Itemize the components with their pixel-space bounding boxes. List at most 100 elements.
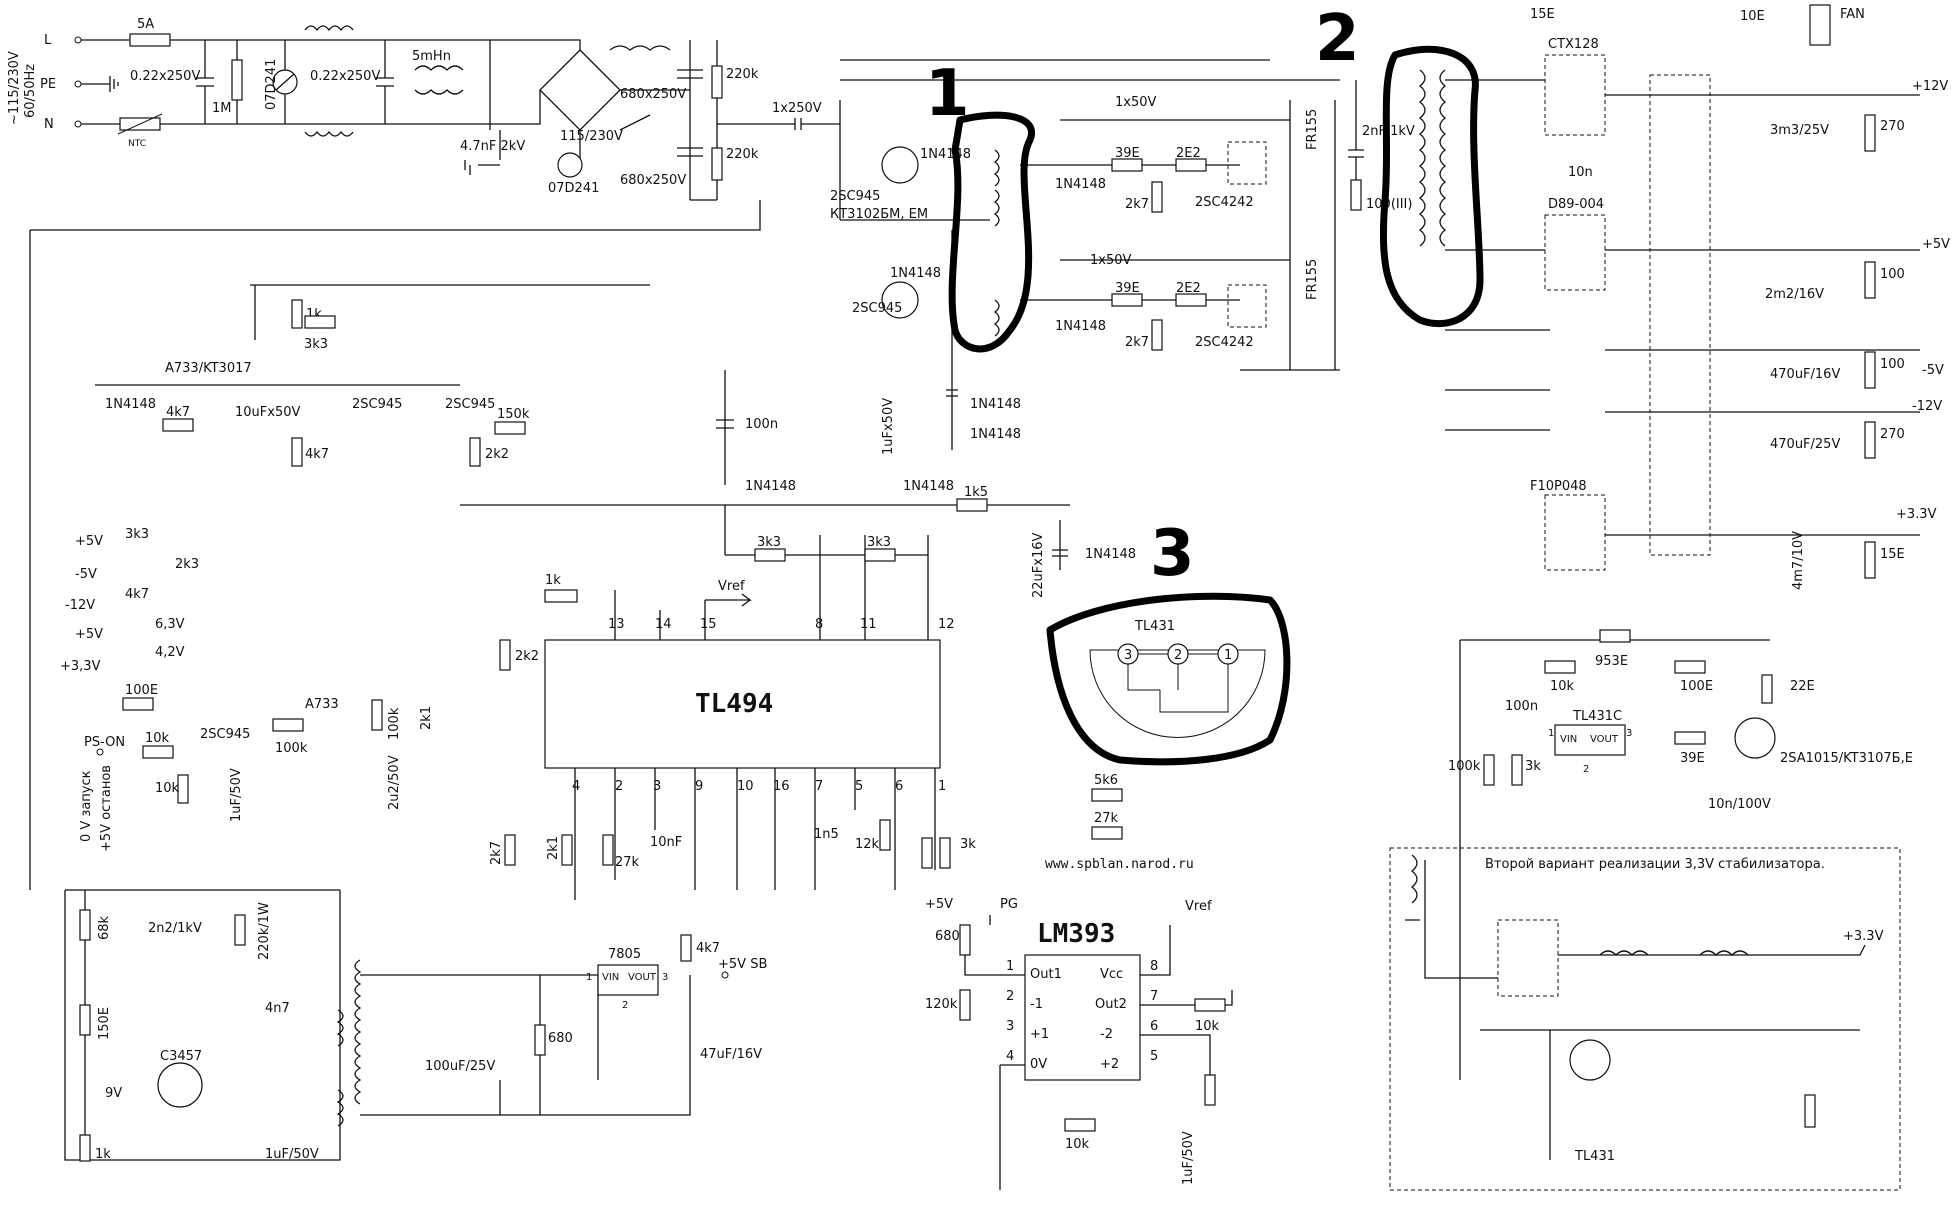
tl494-pin3: 3 <box>653 779 661 794</box>
resistor-100e-reg-label: 100E <box>1680 679 1713 694</box>
resistor-5k6 <box>1091 788 1123 802</box>
tl494-pin1: 1 <box>938 779 946 794</box>
resistor-4k7-sup-b <box>291 437 303 467</box>
driver-q1-label: 2SC945 <box>830 189 880 204</box>
resistor-3k-reg <box>1511 754 1523 786</box>
zener-42-label: 4,2V <box>155 645 185 660</box>
rectifier-d89-label: D89-004 <box>1548 197 1604 212</box>
terminal-pe <box>74 80 82 88</box>
pot-1k-label: 1k <box>545 573 561 588</box>
resistor-680-pg <box>959 924 971 956</box>
cap-470u16-label: 470uF/16V <box>1770 367 1840 382</box>
lm393-out1: Out1 <box>1030 967 1062 982</box>
cap-10n-reg-label: 10n/100V <box>1708 797 1771 812</box>
resistor-150e-label: 150E <box>97 1007 112 1040</box>
resistor-220k-a-label: 220k <box>726 67 759 82</box>
terminal-pe-label: PE <box>40 77 56 92</box>
fr155-b-label: FR155 <box>1305 259 1320 300</box>
resistor-100e-reg <box>1674 660 1706 674</box>
varistor-1-label: 07D241 <box>264 59 279 110</box>
cap-1u-lm-label: 1uF/50V <box>1181 1131 1196 1185</box>
main-transformer-primary <box>1418 69 1426 247</box>
voltage-switch-label: 115/230V <box>560 129 623 144</box>
resistor-100k-pson <box>272 718 304 732</box>
driver-transistor-q2 <box>881 281 919 319</box>
lm393-m1: -1 <box>1030 997 1043 1012</box>
resistor-220k-1w <box>234 914 246 946</box>
cap-1u-sb-label: 1uF/50V <box>265 1147 319 1162</box>
lm393-m2: -2 <box>1100 1027 1113 1042</box>
coupling-cap-label: 1x250V <box>772 101 822 116</box>
resistor-68k <box>79 909 91 941</box>
common-mode-choke-top <box>304 25 354 32</box>
lm393-vcc: Vcc <box>1100 967 1123 982</box>
terminal-n <box>74 120 82 128</box>
resistor-22e-label: 22E <box>1790 679 1815 694</box>
diode-1n4148-tl-a-label: 1N4148 <box>745 479 796 494</box>
resistor-22e <box>1761 674 1773 704</box>
fan-connector <box>1809 4 1831 46</box>
resistor-10k-reg-label: 10k <box>1550 679 1575 694</box>
resistor-10k-lm-b-label: 10k <box>1065 1137 1090 1152</box>
resistor-27k-fb <box>1091 826 1123 840</box>
voltage-switch <box>619 114 651 131</box>
tl494-pin10: 10 <box>737 779 754 794</box>
common-mode-choke-bottom <box>304 130 354 137</box>
cap-470u25-label: 470uF/25V <box>1770 437 1840 452</box>
transistor-2sa1015 <box>1734 717 1776 759</box>
q-a733-label: A733 <box>305 697 339 712</box>
resistor-2k7-b <box>1151 319 1163 351</box>
resistor-220k-label: 220k/1W <box>257 902 272 960</box>
resistor-68k-label: 68k <box>97 915 112 940</box>
tl494-section: TL494 13 14 15 8 11 12 4 2 3 9 10 16 7 5… <box>371 370 1194 900</box>
resistor-5k6-label: 5k6 <box>1094 773 1118 788</box>
resistor-2k2-tl <box>499 639 511 671</box>
alt33-transistor <box>1569 1039 1611 1081</box>
driver-d1-label: 1N4148 <box>920 147 971 162</box>
cap-10n-label: 10n <box>1568 165 1593 180</box>
tl494-pin8: 8 <box>815 617 823 632</box>
lm393-vref-label: Vref <box>1185 899 1212 914</box>
resistor-4k7-sup-b-label: 4k7 <box>305 447 329 462</box>
cap-1n5-label: 1n5 <box>814 827 839 842</box>
ps-on-terminal[interactable] <box>96 748 104 756</box>
resistor-3k-reg-label: 3k <box>1525 759 1541 774</box>
driver-d4-label: 1N4148 <box>1055 319 1106 334</box>
resistor-220k-a <box>711 65 723 99</box>
tl431c-vin: VIN <box>1560 734 1577 745</box>
tl494-pin14: 14 <box>655 617 672 632</box>
terminal-l <box>74 36 82 44</box>
resistor-100e-sup <box>122 697 154 711</box>
mains-voltage-label: ~115/230V <box>7 51 22 125</box>
resistor-270-b <box>1864 421 1876 459</box>
cap-4n7-label: 4n7 <box>265 1001 290 1016</box>
resistor-39e-reg-label: 39E <box>1680 751 1705 766</box>
resistor-10k-pson-b <box>177 774 189 804</box>
resistor-150e <box>79 1004 91 1036</box>
resistor-10k-lm-c <box>1204 1074 1216 1106</box>
resistor-2k3-label: 2k3 <box>175 557 199 572</box>
out-5v-label: +5V <box>1922 237 1950 252</box>
fuse-5a <box>129 33 171 47</box>
resistor-39e-b-label: 39E <box>1115 281 1140 296</box>
sb-output-terminal <box>721 971 729 979</box>
driver-d3-label: 1N4148 <box>1055 177 1106 192</box>
resistor-27k-tl <box>602 834 614 866</box>
regulator-vin: VIN <box>602 972 619 983</box>
rail-m12-label: -12V <box>65 598 95 613</box>
hand-mark-3: 3 <box>1150 517 1195 591</box>
resistor-100k-pson-label: 100k <box>275 741 308 756</box>
resistor-12k-tl-label: 12k <box>855 837 880 852</box>
tl494-pin13: 13 <box>608 617 625 632</box>
lm393-pin1: 1 <box>1006 959 1014 974</box>
resistor-2k7-a-label: 2k7 <box>1125 197 1149 212</box>
resistor-100-a <box>1864 261 1876 299</box>
resistor-3k3-tl-b-label: 3k3 <box>867 535 891 550</box>
circled-area-1 <box>948 111 1035 353</box>
resistor-4k7-sup <box>162 418 194 432</box>
cap-15e-label: 15E <box>1530 7 1555 22</box>
resistor-3k3-sup <box>304 315 336 329</box>
choke-5mh <box>414 65 464 95</box>
cap-22u-label: 22uFx16V <box>1031 533 1046 598</box>
alt33-section: Второй вариант реализации 3,3V стабилиза… <box>1389 847 1901 1191</box>
